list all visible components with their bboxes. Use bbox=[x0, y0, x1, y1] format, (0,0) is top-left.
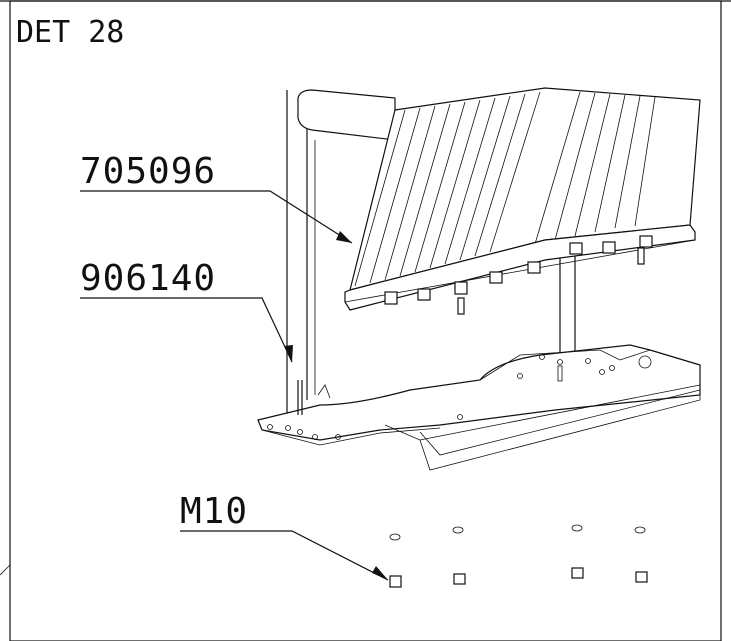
callout-m10: M10 bbox=[180, 491, 389, 581]
detail-title: DET 28 bbox=[16, 15, 124, 50]
callout-906140: 906140 bbox=[80, 258, 293, 363]
base-plate bbox=[257, 344, 701, 471]
callout-label: 906140 bbox=[80, 258, 216, 299]
callout-705096: 705096 bbox=[80, 151, 353, 244]
upper-assembly bbox=[286, 87, 701, 415]
nuts-and-washers bbox=[389, 524, 648, 588]
callout-label: M10 bbox=[180, 491, 248, 532]
callout-label: 705096 bbox=[80, 151, 216, 192]
